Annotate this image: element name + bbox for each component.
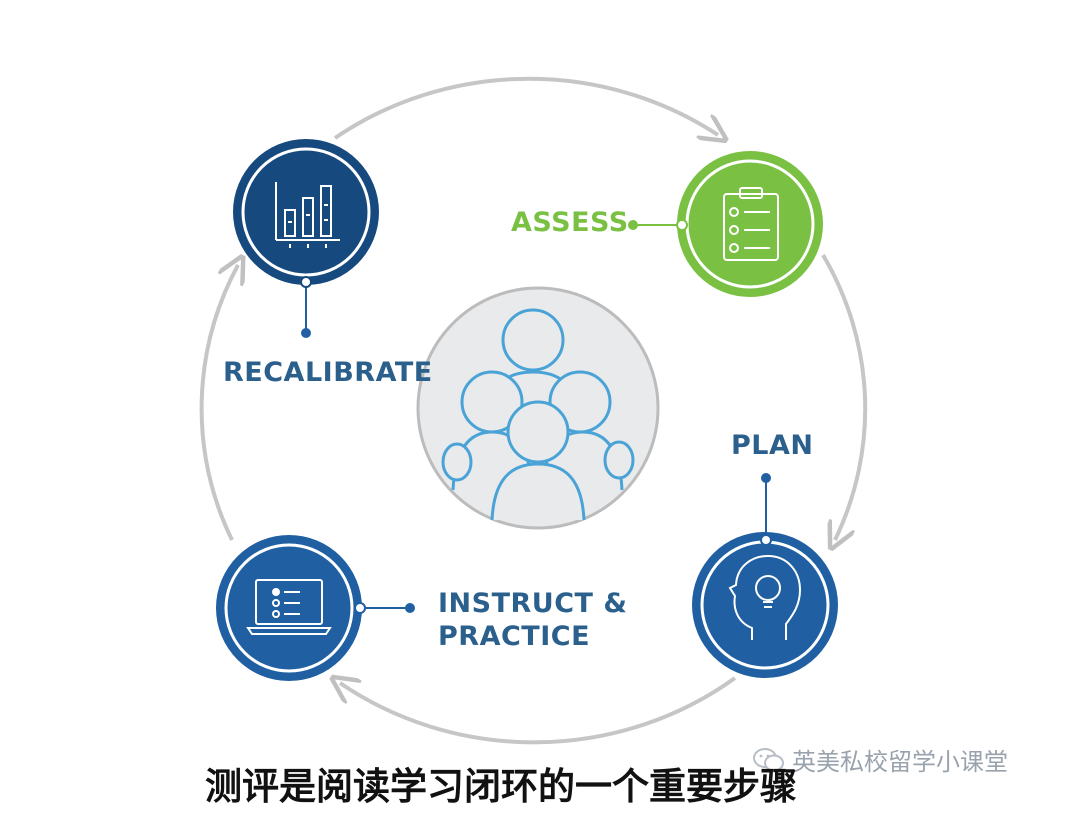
assess-node [676,151,823,297]
plan-node [692,532,838,678]
arrow-plan-to-instruct [340,678,737,745]
wechat-logo-icon [753,747,784,771]
caption: 测评是阅读学习闭环的一个重要步骤 [205,765,797,808]
watermark: 英美私校留学小课堂 [752,742,1008,777]
center-group [416,286,660,530]
recalibrate-node [233,139,379,288]
arrow-assess-to-plan [821,253,868,540]
recalibrate-label: RECALIBRATE [223,357,433,388]
plan-label: PLAN [731,430,814,461]
instruct-label-line1: INSTRUCT & [438,588,628,619]
cycle-arrows [199,76,868,745]
connectors [301,220,771,613]
laptop-checklist-icon [246,579,332,635]
arrow-recalibrate-to-assess [333,76,718,138]
bar-chart-icon [275,182,340,248]
arrow-instruct-to-recalibrate [199,265,238,541]
assess-label: ASSESS [511,207,629,238]
instruct-node [216,535,366,681]
group-people-icon [441,308,635,521]
watermark-text: 英美私校留学小课堂 [792,748,1008,776]
instruct-practice-label: INSTRUCT & PRACTICE [438,587,627,653]
instruct-label-line2: PRACTICE [438,621,591,652]
clipboard-checklist-icon [723,187,779,261]
head-lightbulb-icon [728,554,802,640]
